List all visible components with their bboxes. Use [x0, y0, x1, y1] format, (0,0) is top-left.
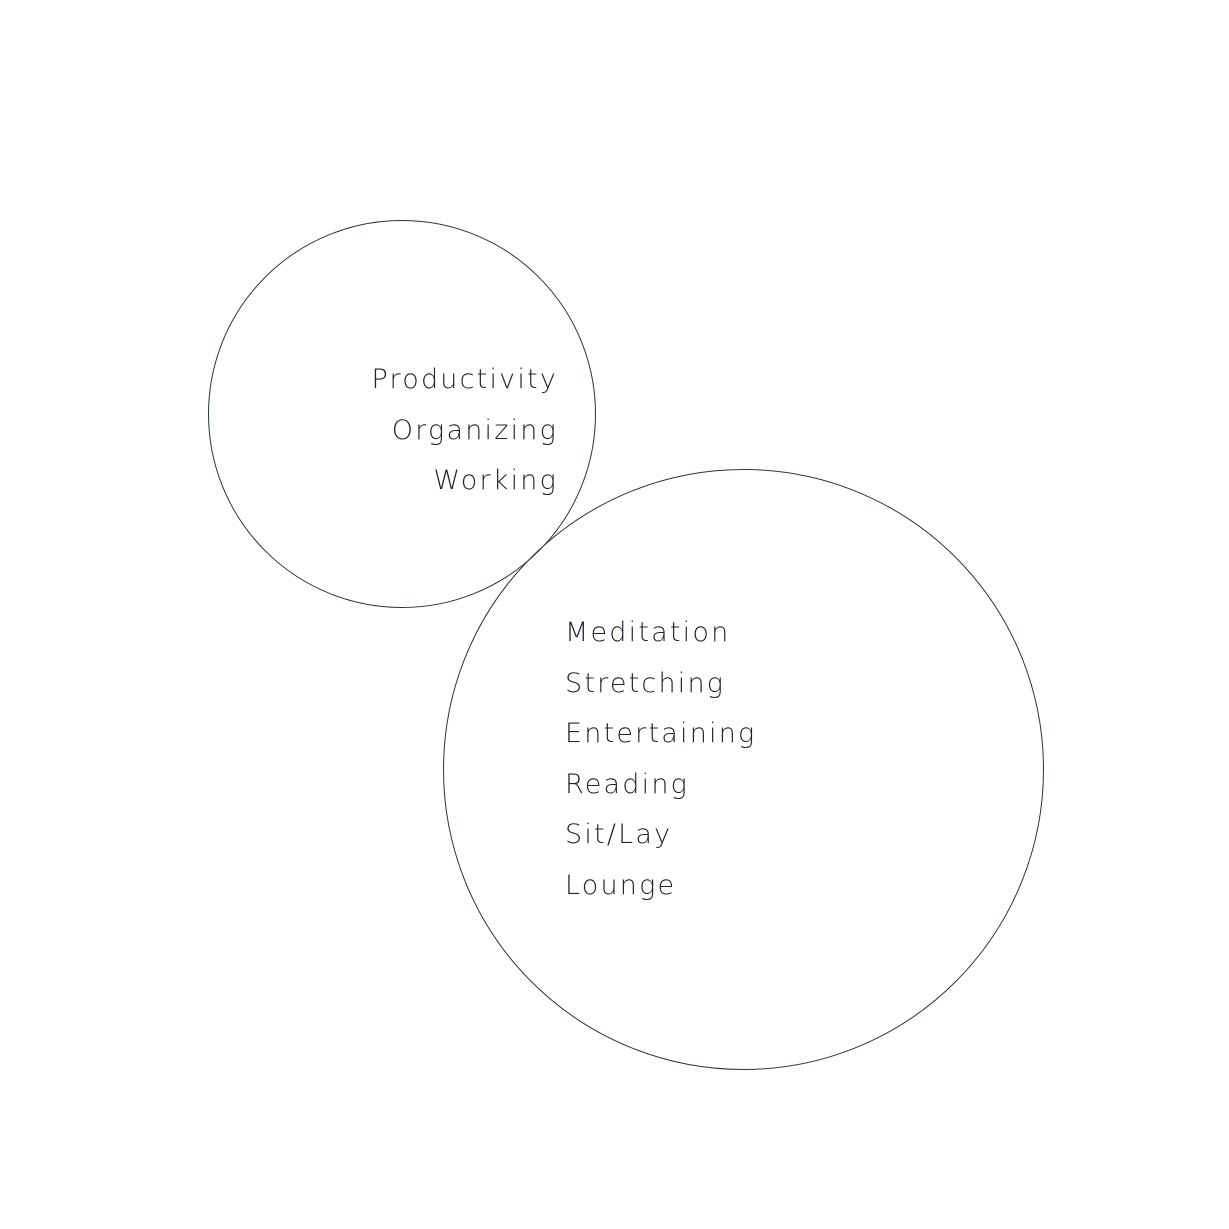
label-working: Working	[433, 465, 558, 497]
small-circle-labels: Productivity Organizing Working	[300, 355, 558, 507]
label-entertaining: Entertaining	[565, 718, 757, 750]
label-meditation: Meditation	[565, 617, 731, 648]
label-sit-lay: Sit/Lay	[565, 819, 673, 851]
large-circle-labels: Meditation Stretching Entertaining Readi…	[565, 608, 825, 912]
label-lounge: Lounge	[565, 869, 677, 901]
large-circle	[443, 469, 1044, 1070]
label-reading: Reading	[565, 768, 690, 800]
small-circle	[208, 220, 596, 608]
label-organizing: Organizing	[391, 414, 558, 446]
label-productivity: Productivity	[371, 364, 558, 395]
label-stretching: Stretching	[565, 667, 726, 699]
